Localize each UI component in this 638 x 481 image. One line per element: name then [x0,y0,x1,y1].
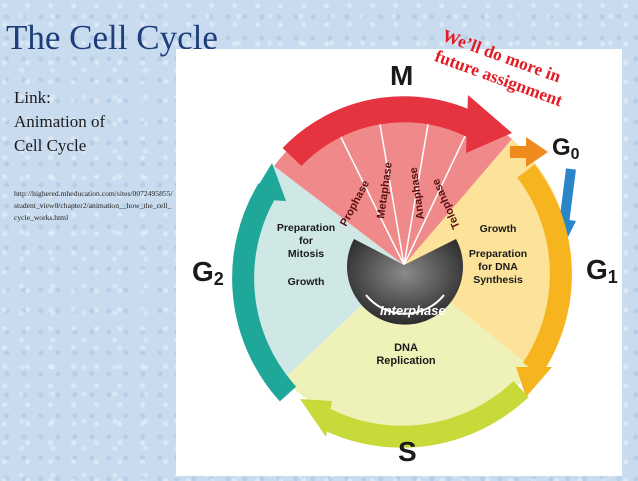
s-text: Replication [376,355,436,367]
animation-url[interactable]: http://highered.mheducation.com/sites/00… [14,189,173,222]
interphase-label: Interphase [380,303,446,318]
phase-g0-label: G0 [552,134,580,163]
g1-arrow [516,164,572,397]
g1-text: for DNA [478,261,518,273]
cell-cycle-diagram: Interphase Prophase Metaphase Anaphase T… [192,60,618,467]
g2-arrow [232,163,297,402]
g2-text: Growth [288,276,325,288]
g2-text: Mitosis [288,248,324,260]
sector-g1 [404,139,571,369]
g1-text: Growth [480,223,517,235]
phase-g1-sub: 1 [608,267,618,287]
sector-s [284,265,533,431]
phase-g1-main: G [586,254,608,285]
phase-m-label: M [390,60,413,91]
interphase-center: Interphase [347,239,464,325]
g2-text: for [299,235,313,247]
link-line: Cell Cycle [14,136,87,155]
g0-arrow [510,137,548,167]
sector-mitosis [274,100,512,266]
g1-text: Synthesis [473,274,523,286]
sector-g2 [239,166,404,379]
s-arrow [300,380,529,448]
phase-g2-label: G2 [192,256,224,289]
phase-g2-main: G [192,256,214,287]
s-text: DNA [394,342,418,354]
g2-text: Preparation [277,222,335,234]
phase-g0-main: G [552,134,571,161]
phase-g1-label: G1 [586,254,618,287]
diagram-panel: Interphase Prophase Metaphase Anaphase T… [176,49,622,476]
g1-text: Preparation [469,248,527,260]
phase-g2-sub: 2 [214,269,224,289]
animation-link[interactable]: Link: Animation of Cell Cycle [14,86,174,158]
phase-g0-sub: 0 [571,146,580,163]
link-line: Link: [14,88,51,107]
m-arrow [282,95,512,167]
phase-s-label: S [398,436,417,467]
link-line: Animation of [14,112,106,131]
